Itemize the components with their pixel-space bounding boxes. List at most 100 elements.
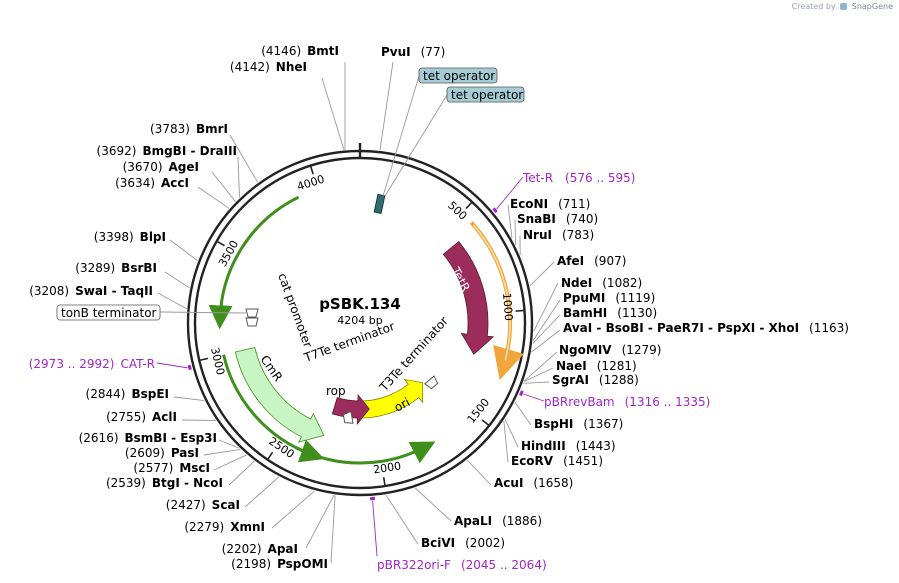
site-leader-line (385, 494, 419, 545)
primer-mark (492, 207, 498, 214)
tet-operator-leader (384, 94, 448, 197)
site-leader-line (514, 401, 532, 426)
site-leader-line (181, 419, 216, 421)
watermark: Created by SnapGene (792, 2, 893, 11)
tick-mark (465, 201, 473, 210)
primer-leader (372, 500, 378, 557)
site-scai: (2427)ScaI (166, 498, 240, 512)
feature-group (156, 75, 545, 557)
site-pasi: (2609)PasI (125, 446, 199, 460)
site-agei: (3670)AgeI (123, 160, 199, 174)
tick-mark (199, 357, 209, 362)
tet-operator-box-2 (446, 86, 525, 103)
plasmid-name: pSBK.134 (319, 295, 401, 313)
site-leader-line (229, 134, 258, 183)
site-blpi: (3398)BlpI (94, 230, 166, 244)
site-ppumi: PpuMI(1119) (563, 291, 655, 305)
site-leader-line (533, 282, 559, 332)
site-leader-line (271, 490, 315, 529)
plasmid-size: 4204 bp (337, 314, 382, 327)
site-bamhi: BamHI(1130) (563, 306, 657, 320)
orf-green-arc-3 (295, 441, 436, 465)
site-leader-lines (157, 61, 561, 564)
site-bspei: (2844)BspEI (86, 387, 169, 401)
site-leader-line (523, 381, 550, 384)
tonb-terminator-label: tonB terminator (61, 306, 157, 320)
site-leader-line (379, 61, 394, 151)
site-xmni: (2279)XmnI (184, 520, 265, 534)
site-apali: ApaLI(1886) (454, 514, 542, 528)
orf-tetr-arc-highlight (473, 224, 511, 361)
tonb-leader (159, 311, 247, 314)
tick-mark (481, 419, 490, 427)
site-ecorv: EcoRV(1451) (511, 454, 603, 468)
site-hindiii: HindIII(1443) (521, 439, 616, 453)
primer-cat-r: (2973 .. 2992)CAT-R (29, 357, 155, 371)
tick-mark (515, 309, 525, 312)
tonb-terminator-marker (245, 308, 259, 318)
tick-mark (216, 240, 225, 247)
site-leader-line (531, 329, 561, 353)
tick-label: 4000 (295, 172, 326, 193)
site-pspomi: (2198)PspOMI (231, 557, 328, 571)
tick-label: 1000 (500, 292, 515, 321)
boxed-labels: tet operator tet operator tonB terminato… (56, 67, 525, 321)
site-bsphi: BspHI(1367) (534, 417, 623, 431)
tick-label: 500 (445, 199, 469, 223)
site-leader-line (321, 77, 345, 150)
cmr-arrow (234, 347, 325, 443)
site-acci: (3634)AccI (115, 176, 189, 190)
site-leader-line (523, 351, 558, 382)
site-leader-line (529, 261, 555, 287)
snapgene-logo-icon (840, 3, 848, 10)
site-leader-line (164, 271, 190, 289)
tonb-terminator-box (56, 304, 161, 321)
site-leader-line (157, 292, 187, 310)
site-acli: (2755)AclI (106, 410, 177, 424)
watermark-brand: SnapGene (851, 2, 893, 11)
site-pvui: PvuI(77) (381, 45, 445, 59)
t7te-terminator-marker (342, 410, 354, 424)
primer-mark (519, 390, 524, 397)
primer-labels: Tet-R(576 .. 595) (2973 .. 2992)CAT-R pB… (29, 171, 711, 572)
cat-promoter-marker (245, 317, 259, 327)
site-leader-line (532, 299, 561, 341)
site-nrui: NruI(783) (523, 228, 594, 242)
site-snabi: SnaBI(740) (517, 212, 598, 226)
site-msci: (2577)MscI (133, 461, 210, 475)
primer-pbrrevbam: pBRrevBam(1316 .. 1335) (544, 395, 710, 409)
site-bmri: (3783)BmrI (150, 122, 228, 136)
site-labels: (4146)BmtI (4142)NheI PvuI(77) (3783)Bmr… (29, 44, 849, 571)
tet-operator-marker (373, 193, 386, 215)
site-leader-line (203, 448, 241, 456)
site-naei: NaeI(1281) (556, 359, 637, 373)
site-acui: AcuI(1658) (494, 476, 573, 490)
site-leader-line (218, 439, 240, 449)
cat-promoter-label: cat promoter (275, 271, 315, 349)
site-leader-line (466, 459, 492, 486)
site-leader-line (211, 171, 236, 202)
site-sgrai: SgrAI(1288) (552, 373, 639, 387)
primer-pbr322ori-f: pBR322ori-F(2045 .. 2064) (377, 558, 547, 572)
primer-tet-r: Tet-R(576 .. 595) (522, 171, 635, 185)
primer-leader (523, 393, 545, 402)
site-afei: AfeI(907) (557, 254, 626, 268)
site-bmti: (4146)BmtI (261, 44, 339, 58)
tick-label: 1500 (465, 396, 493, 426)
site-leader-line (213, 454, 247, 471)
tick-mark (309, 165, 314, 175)
t3te-terminator-marker (424, 375, 439, 390)
site-econi: EcoNI(711) (510, 197, 590, 211)
site-ngomiv: NgoMIV(1279) (559, 343, 661, 357)
watermark-text: Created by (791, 2, 836, 11)
inner-feature-labels: cat promoter T7Te terminator rop T3Te te… (258, 264, 473, 415)
site-ndei: NdeI(1082) (561, 276, 642, 290)
site-leader-line (173, 396, 205, 401)
site-bsmbi: (2616)BsmBI - Esp3I (79, 431, 217, 445)
tick-mark (382, 477, 386, 487)
site-leader-line (169, 239, 198, 262)
rop-label: rop (326, 384, 346, 398)
site-leader-line (523, 367, 554, 383)
site-avai: AvaI - BsoBI - PaeR7I - PspXI - XhoI(116… (563, 321, 849, 335)
